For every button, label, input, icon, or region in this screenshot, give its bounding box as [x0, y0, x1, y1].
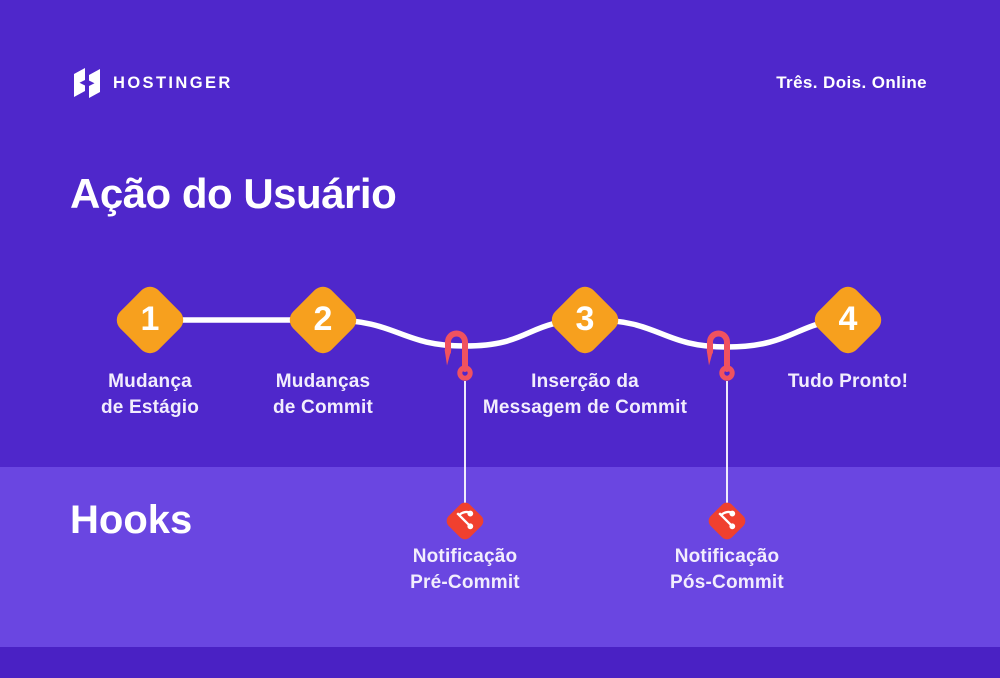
hooks-section-background [0, 467, 1000, 647]
hook-note-line: Pós-Commit [670, 571, 784, 593]
step-label-line: de Estágio [100, 397, 200, 418]
footer-strip [0, 647, 1000, 678]
hooks-title: Hooks [70, 498, 193, 542]
hook-note-line: Pré-Commit [410, 571, 520, 593]
git-diamond-icon [708, 502, 746, 540]
brand-wordmark: HOSTINGER [113, 73, 233, 92]
header: HOSTINGER [72, 64, 233, 102]
step-label-line: Messagem de Commit [482, 397, 688, 418]
step-label-line: Inserção da [531, 371, 639, 392]
git-diamond-icon [446, 502, 484, 540]
step-label-2: Mudanças de Commit [193, 369, 453, 421]
step-label-line: Mudança [108, 371, 192, 392]
step-label-4: Tudo Pronto! [718, 369, 978, 395]
step-label-line: de Commit [273, 397, 373, 418]
step-number: 4 [838, 299, 858, 338]
user-action-title: Ação do Usuário [70, 170, 397, 217]
fishing-hook-icon [706, 330, 735, 381]
step-label-1: Mudança de Estágio [20, 369, 280, 421]
header-tagline: Três. Dois. Online [776, 73, 927, 92]
timeline-connector-line [147, 317, 851, 350]
fishing-hook-icon [444, 330, 473, 381]
step-number: 2 [313, 299, 333, 338]
hook-note-line: Notificação [674, 546, 780, 567]
step-label-3: Inserção da Messagem de Commit [455, 369, 715, 421]
step-number: 1 [140, 299, 160, 338]
hook-note-line: Notificação [412, 546, 518, 567]
step-label-line: Tudo Pronto! [787, 371, 909, 392]
step-number: 3 [575, 299, 595, 338]
hook-note-pre-commit: Notificação Pré-Commit [335, 544, 595, 595]
step-label-line: Mudanças [275, 371, 371, 392]
hook-note-pos-commit: Notificação Pós-Commit [597, 544, 857, 595]
hostinger-logo-icon [72, 66, 102, 100]
